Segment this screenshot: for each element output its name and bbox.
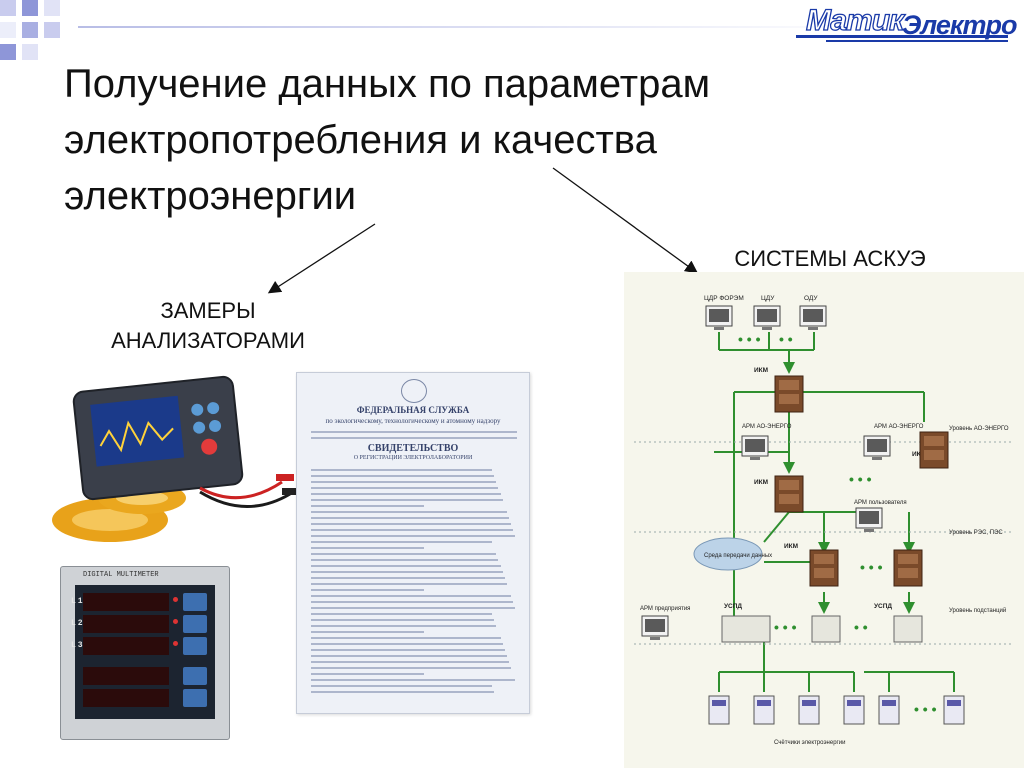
scheme-arm-enterprise: АРМ предприятия [640, 606, 690, 612]
emblem-icon [401, 379, 427, 403]
scheme-arm-ao-1: АРМ АО-ЭНЕРГО [742, 424, 792, 430]
mm-label-l1: L1 [71, 597, 85, 606]
svg-text:• •: • • [779, 331, 793, 347]
scheme-ikm-3: ИКМ [754, 479, 768, 486]
scheme-arm-ao-2: АРМ АО-ЭНЕРГО [874, 424, 924, 430]
scheme-label-top-1: ЦДР ФОРЭМ [704, 295, 744, 302]
scheme-label-top-3: ОДУ [804, 295, 818, 302]
scheme-level-substation: Уровень подстанций [949, 607, 1006, 614]
cert-subheading: О РЕГИСТРАЦИИ ЭЛЕКТРОЛАБОРАТОРИИ [353, 455, 473, 461]
svg-text:• • •: • • • [914, 701, 937, 717]
multimeter-display: L1 L2 L3 [71, 585, 215, 719]
scheme-ikm-1: ИКМ [754, 367, 768, 374]
scheme-ikm-4: ИКМ [784, 543, 798, 550]
svg-text:• • •: • • • [860, 559, 883, 575]
mm-label-l2: L2 [71, 619, 85, 628]
scheme-meters-label: Счётчики электроэнергии [774, 740, 845, 746]
digital-multimeter-illustration: DIGITAL MULTIMETER L1 L2 L3 [60, 566, 230, 740]
header-rule [78, 26, 878, 28]
cert-line-2: по экологическому, технологическому и ат… [325, 417, 501, 425]
registration-certificate: ФЕДЕРАЛЬНАЯ СЛУЖБА по экологическому, те… [296, 372, 530, 714]
multimeter-title: DIGITAL MULTIMETER [83, 571, 159, 579]
arrow-to-analyzers [267, 223, 376, 294]
company-logo: Матик Электро [796, 2, 1018, 44]
svg-text:• •: • • [854, 619, 868, 635]
scheme-label-top-2: ЦДУ [761, 295, 775, 302]
cert-line-1: ФЕДЕРАЛЬНАЯ СЛУЖБА [356, 405, 470, 415]
logo-word-1: Матик [805, 3, 905, 37]
cert-body-text [311, 469, 517, 697]
askue-scheme: ЦДР ФОРЭМ ЦДУ ОДУ • • • • • ИКМ АРМ АО-Э… [624, 272, 1024, 768]
scheme-uspd-1: УСПД [724, 603, 742, 610]
power-analyzer-illustration [52, 375, 298, 542]
cert-heading: СВИДЕТЕЛЬСТВО [367, 443, 459, 454]
label-analyzers: ЗАМЕРЫ АНАЛИЗАТОРАМИ [111, 298, 305, 353]
scheme-ikm-2: ИКМ [912, 451, 926, 458]
svg-text:• • •: • • • [774, 619, 797, 635]
svg-text:• • •: • • • [849, 471, 872, 487]
scheme-arm-user: АРМ пользователя [854, 500, 907, 506]
scheme-level-ao: Уровень АО-ЭНЕРГО [949, 426, 1009, 432]
scheme-cloud-label: Среда передачи данных [704, 553, 772, 559]
corner-decoration [0, 0, 60, 60]
slide-title: Получение данных по параметрам электропо… [64, 62, 711, 218]
label-askue: СИСТЕМЫ АСКУЭ [734, 246, 926, 271]
mm-label-l3: L3 [71, 641, 85, 650]
scheme-level-res: Уровень РЭС, ПЭС [949, 530, 1003, 536]
scheme-uspd-2: УСПД [874, 603, 892, 610]
arrow-to-askue [552, 167, 699, 274]
svg-text:• • •: • • • [738, 331, 761, 347]
